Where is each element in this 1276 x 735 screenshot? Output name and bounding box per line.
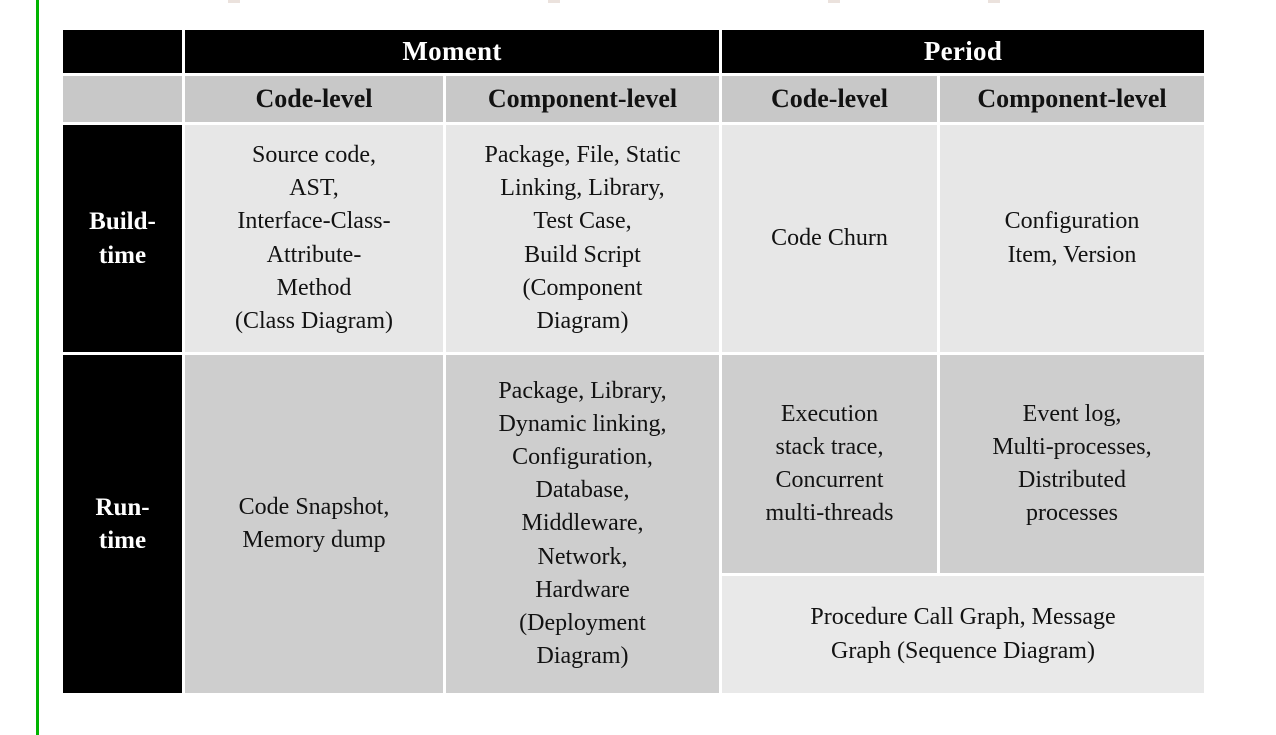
cell-buildtime-moment-component: Package, File, Static Linking, Library, … bbox=[446, 125, 719, 352]
column-group-header-period: Period bbox=[722, 30, 1204, 73]
corner-header-cell bbox=[63, 30, 182, 73]
cropped-text-remnant bbox=[988, 0, 1000, 3]
cell-buildtime-period-code: Code Churn bbox=[722, 125, 937, 352]
cell-runtime-period-code: Execution stack trace, Concurrent multi-… bbox=[722, 355, 937, 573]
subheader-period-code-level: Code-level bbox=[722, 76, 937, 122]
cropped-text-remnant bbox=[828, 0, 840, 3]
cropped-text-remnant bbox=[228, 0, 240, 3]
cropped-text-remnant bbox=[548, 0, 560, 3]
artifact-classification-table: Moment Period Code-level Component-level… bbox=[63, 30, 1204, 693]
cell-runtime-period-merged: Procedure Call Graph, Message Graph (Seq… bbox=[722, 576, 1204, 693]
cell-runtime-moment-component: Package, Library, Dynamic linking, Confi… bbox=[446, 355, 719, 693]
row-header-run-time: Run- time bbox=[63, 355, 182, 693]
runtime-period-subgrid: Execution stack trace, Concurrent multi-… bbox=[722, 355, 1204, 693]
row-header-build-time: Build- time bbox=[63, 125, 182, 352]
cell-buildtime-moment-code: Source code, AST, Interface-Class- Attri… bbox=[185, 125, 443, 352]
column-group-header-moment: Moment bbox=[185, 30, 719, 73]
page-margin-line bbox=[36, 0, 39, 735]
subheader-moment-code-level: Code-level bbox=[185, 76, 443, 122]
corner-subheader-cell bbox=[63, 76, 182, 122]
subheader-period-component-level: Component-level bbox=[940, 76, 1204, 122]
cell-runtime-period-component: Event log, Multi-processes, Distributed … bbox=[940, 355, 1204, 573]
cell-runtime-moment-code: Code Snapshot, Memory dump bbox=[185, 355, 443, 693]
subheader-moment-component-level: Component-level bbox=[446, 76, 719, 122]
cell-buildtime-period-component: Configuration Item, Version bbox=[940, 125, 1204, 352]
